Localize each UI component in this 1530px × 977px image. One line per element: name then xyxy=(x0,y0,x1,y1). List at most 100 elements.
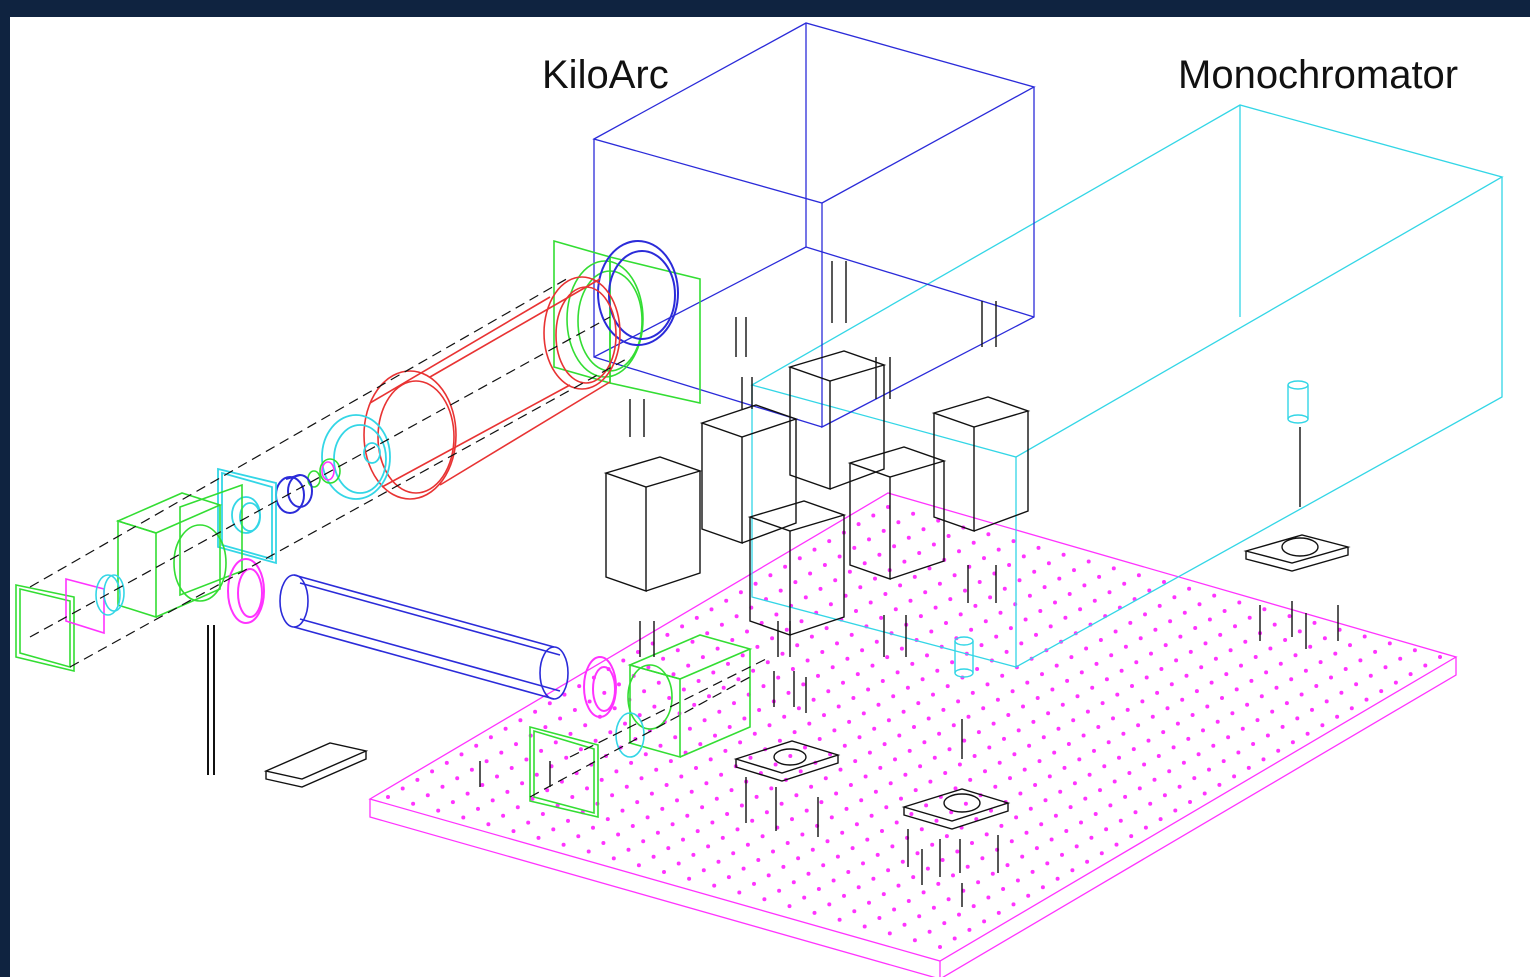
table-hole xyxy=(1247,615,1252,620)
table-hole xyxy=(803,745,807,750)
table-hole xyxy=(547,701,552,706)
table-hole xyxy=(572,708,577,712)
table-hole xyxy=(1171,745,1176,750)
table-hole xyxy=(988,595,993,600)
table-hole xyxy=(765,660,770,665)
table-hole xyxy=(881,528,886,533)
table-hole xyxy=(1061,552,1066,557)
table-hole xyxy=(863,774,868,779)
table-hole xyxy=(933,605,938,610)
table-hole xyxy=(665,632,670,637)
table-hole xyxy=(1030,869,1035,874)
table-hole xyxy=(1276,748,1281,753)
table-hole xyxy=(918,764,923,769)
table-hole xyxy=(1261,757,1266,762)
table-hole xyxy=(1082,583,1087,588)
table-hole xyxy=(1129,834,1134,839)
table-hole xyxy=(994,634,999,639)
table-hole xyxy=(465,791,470,796)
table-hole xyxy=(903,772,908,777)
table-hole xyxy=(1012,752,1017,757)
table-hole xyxy=(752,881,756,886)
table-hole xyxy=(608,730,613,735)
table-hole xyxy=(736,677,741,682)
table-hole xyxy=(1078,607,1083,612)
table-hole xyxy=(917,914,922,919)
table-hole xyxy=(711,670,716,675)
table-hole xyxy=(861,711,866,716)
table-hole xyxy=(854,609,858,613)
table-hole xyxy=(1335,714,1340,719)
table-hole xyxy=(759,621,764,625)
table-hole xyxy=(564,755,569,760)
table-hole xyxy=(1174,658,1179,663)
table-hole xyxy=(645,815,650,820)
table-hole xyxy=(1027,593,1032,598)
table-hole xyxy=(803,595,808,600)
table-hole xyxy=(1438,655,1442,659)
table-hole xyxy=(852,545,857,550)
table-hole xyxy=(656,680,661,685)
table-hole xyxy=(411,801,416,806)
table-hole xyxy=(1177,784,1182,789)
red-tube xyxy=(363,276,621,500)
table-hole xyxy=(621,658,626,663)
table-hole xyxy=(1039,822,1044,827)
table-hole xyxy=(928,779,933,784)
table-hole xyxy=(985,682,990,687)
table-hole xyxy=(1072,781,1077,786)
table-hole xyxy=(795,643,800,648)
table-hole xyxy=(1358,658,1363,663)
table-hole xyxy=(735,827,740,832)
table-hole xyxy=(1173,808,1178,813)
table-hole xyxy=(835,641,839,646)
table-hole xyxy=(488,735,493,740)
table-hole xyxy=(818,586,823,591)
table-hole xyxy=(602,690,607,695)
table-hole xyxy=(1036,545,1041,550)
table-hole xyxy=(856,522,861,527)
table-hole xyxy=(1348,643,1352,648)
table-hole xyxy=(1213,656,1218,661)
table-hole xyxy=(793,580,798,585)
table-hole xyxy=(888,781,893,786)
table-hole xyxy=(1102,764,1107,769)
table-hole xyxy=(1085,859,1090,864)
table-hole xyxy=(629,760,634,765)
table-hole xyxy=(770,636,775,641)
table-hole xyxy=(476,806,480,811)
table-hole xyxy=(655,830,660,835)
table-hole xyxy=(956,699,961,704)
green-flange-plate xyxy=(553,239,701,404)
table-hole xyxy=(1074,844,1079,849)
table-hole xyxy=(1168,619,1173,624)
cyan-small-left xyxy=(95,574,125,616)
table-hole xyxy=(1017,578,1022,583)
table-hole xyxy=(1324,699,1329,704)
table-hole xyxy=(1009,839,1014,844)
table-hole xyxy=(1112,779,1117,784)
table-hole xyxy=(1058,789,1063,794)
table-hole xyxy=(1118,818,1123,823)
table-hole xyxy=(1113,629,1118,634)
table-hole xyxy=(882,742,887,747)
table-hole xyxy=(1228,648,1233,653)
table-hole xyxy=(780,651,785,656)
table-hole xyxy=(1181,760,1186,765)
table-hole xyxy=(912,725,916,729)
table-hole xyxy=(1314,684,1319,688)
table-hole xyxy=(833,578,838,583)
table-hole xyxy=(952,936,957,941)
table-hole xyxy=(842,893,846,898)
table-hole xyxy=(1079,820,1083,825)
table-hole xyxy=(681,687,686,692)
table-hole xyxy=(1207,617,1212,622)
table-hole xyxy=(636,863,641,868)
table-hole xyxy=(976,880,981,885)
table-hole xyxy=(1162,793,1167,798)
table-hole xyxy=(652,704,657,709)
table-hole xyxy=(612,706,617,711)
cyan-flange xyxy=(321,414,391,500)
table-hole xyxy=(831,878,836,883)
